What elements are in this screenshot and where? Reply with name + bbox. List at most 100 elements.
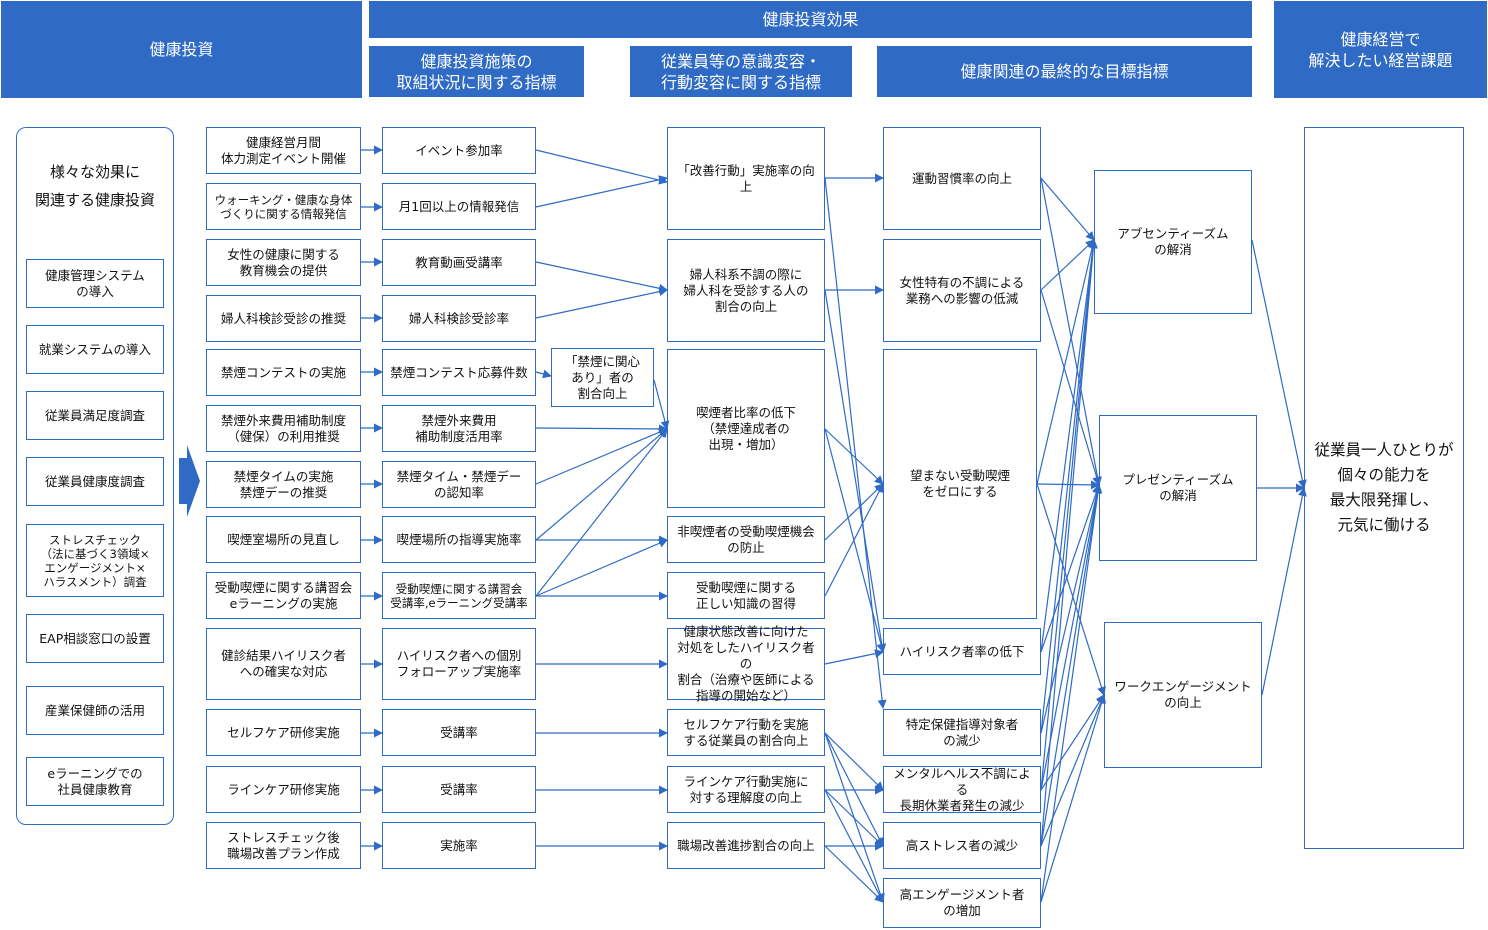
connector-arrow (535, 428, 668, 597)
connector-arrow (1040, 694, 1105, 791)
final-indicator-box: 高エンゲージメント者 の増加 (883, 878, 1041, 928)
policy-indicator-box: 婦人科検診受診率 (382, 295, 536, 342)
intermediate-box: 「禁煙に関心 あり」者の 割合向上 (551, 348, 654, 407)
measure-box: 婦人科検診受診の推奨 (206, 295, 361, 342)
measure-box: 健診結果ハイリスク者 への確実な対応 (206, 628, 361, 700)
measure-box: 喫煙室場所の見直し (206, 516, 361, 563)
connector-arrow (1040, 484, 1103, 847)
connector-arrow (1040, 484, 1101, 653)
outcome-work-engagement: ワークエンゲージメント の向上 (1104, 622, 1262, 768)
measure-box: 健康経営月間 体力測定イベント開催 (206, 127, 361, 174)
policy-indicator-box: 実施率 (382, 822, 536, 869)
connector-arrow (535, 369, 552, 379)
connector-arrow (1040, 239, 1098, 653)
connector-arrow (535, 149, 668, 185)
behavior-indicator-box: 健康状態改善に向けた 対処をしたハイリスク者の 割合（治療や医師による 指導の開… (667, 624, 825, 703)
connector-arrow (535, 424, 668, 434)
connector-arrow (1040, 177, 1095, 241)
connector-arrow (1040, 484, 1103, 903)
connector-arrow (535, 287, 668, 319)
connector-arrow (1036, 483, 1106, 696)
connector-arrow (1040, 484, 1102, 734)
connector-arrow (1251, 239, 1307, 489)
final-indicator-box: ハイリスク者率の低下 (883, 628, 1041, 675)
connector-arrow (1036, 239, 1097, 485)
left-item: eラーニングでの 社員健康教育 (26, 757, 164, 806)
measure-box: 禁煙外来費用補助制度 （健保）の利用推奨 (206, 405, 361, 452)
left-item: 産業保健師の活用 (26, 686, 164, 735)
goal-box: 従業員一人ひとりが 個々の能力を 最大限発揮し、 元気に働ける (1304, 127, 1464, 849)
connector-arrow (1036, 480, 1100, 490)
measure-box: 禁煙コンテストの実施 (206, 349, 361, 396)
measure-box: ラインケア研修実施 (206, 766, 361, 813)
policy-indicator-box: 禁煙タイム・禁煙デー の認知率 (382, 461, 536, 508)
connector-arrow (824, 649, 884, 665)
policy-indicator-box: 受講率 (382, 709, 536, 756)
connector-arrow (1040, 239, 1098, 847)
behavior-indicator-box: ラインケア行動実施に 対する理解度の向上 (667, 766, 825, 813)
header-effects: 健康投資効果 (369, 1, 1252, 38)
connector-arrow (535, 261, 668, 293)
connector-arrow (824, 289, 887, 653)
connector-arrow (535, 428, 668, 541)
policy-indicator-box: ハイリスク者への個別 フォローアップ実施率 (382, 628, 536, 700)
connector-arrow (535, 539, 668, 597)
connector-arrow (824, 428, 884, 485)
connector-arrow (1040, 177, 1102, 486)
connector-arrow (824, 428, 886, 653)
connector-arrow (824, 789, 884, 847)
behavior-indicator-box: 「改善行動」実施率の向上 (667, 127, 825, 230)
final-indicator-box: 運動習慣率の向上 (883, 127, 1041, 230)
measure-box: ウォーキング・健康な身体 づくりに関する情報発信 (206, 183, 361, 230)
header-final-metrics: 健康関連の最終的な目標指標 (877, 46, 1252, 97)
header-awareness-metrics: 従業員等の意識変容・ 行動変容に関する指標 (630, 46, 852, 97)
policy-indicator-box: イベント参加率 (382, 127, 536, 174)
connector-arrow (1040, 694, 1106, 847)
connector-arrow (824, 789, 884, 903)
measure-box: ストレスチェック後 職場改善プラン作成 (206, 822, 361, 869)
connector-arrow (824, 732, 885, 903)
behavior-indicator-box: 受動喫煙に関する 正しい知識の習得 (667, 572, 825, 619)
connector-arrow (1040, 289, 1102, 486)
left-item: 健康管理システム の導入 (26, 259, 164, 308)
left-panel-title: 様々な効果に 関連する健康投資 (34, 163, 155, 209)
final-indicator-box: メンタルヘルス不調による 長期休業者発生の減少 (883, 766, 1041, 813)
chevron-right-icon (179, 445, 200, 517)
header-investment: 健康投資 (1, 1, 362, 98)
measure-box: 女性の健康に関する 教育機会の提供 (206, 239, 361, 286)
policy-indicator-box: 受講率 (382, 766, 536, 813)
policy-indicator-box: 喫煙場所の指導実施率 (382, 516, 536, 563)
connector-arrow (653, 379, 670, 430)
left-item: 従業員満足度調査 (26, 391, 164, 440)
connector-arrow (1040, 239, 1098, 791)
connector-arrow (824, 483, 884, 597)
policy-indicator-box: 受動喫煙に関する講習会 受講率,eラーニング受講率 (382, 572, 536, 619)
connector-arrow (535, 427, 668, 485)
measure-box: 受動喫煙に関する講習会 eラーニングの実施 (206, 572, 361, 619)
connector-arrow (1040, 694, 1106, 903)
outcome-presenteeism: プレゼンティーズム の解消 (1099, 415, 1257, 561)
behavior-indicator-box: 婦人科系不調の際に 婦人科を受診する人の 割合の向上 (667, 239, 825, 342)
measure-box: 禁煙タイムの実施 禁煙デーの推奨 (206, 461, 361, 508)
connector-arrow (824, 177, 887, 709)
header-policy-metrics: 健康投資施策の 取組状況に関する指標 (369, 46, 584, 97)
behavior-indicator-box: 非喫煙者の受動喫煙機会 の防止 (667, 516, 825, 563)
connector-arrow (824, 732, 884, 791)
behavior-indicator-box: 喫煙者比率の低下 （禁煙達成者の 出現・増加） (667, 349, 825, 508)
left-item: EAP相談窓口の設置 (26, 614, 164, 663)
left-item: ストレスチェック （法に基づく3領域× エンゲージメント× ハラスメント）調査 (26, 524, 164, 597)
connector-arrow (824, 845, 884, 903)
policy-indicator-box: 禁煙外来費用 補助制度活用率 (382, 405, 536, 452)
behavior-indicator-box: 職場改善進捗割合の向上 (667, 822, 825, 869)
left-item: 従業員健康度調査 (26, 457, 164, 506)
policy-indicator-box: 教育動画受講率 (382, 239, 536, 286)
connector-arrow (1040, 484, 1102, 791)
connector-arrow (824, 483, 884, 541)
outcome-absenteeism: アブセンティーズム の解消 (1094, 170, 1252, 314)
final-indicator-box: 特定保健指導対象者 の減少 (883, 709, 1041, 756)
policy-indicator-box: 月1回以上の情報発信 (382, 183, 536, 230)
final-indicator-box: 高ストレス者の減少 (883, 822, 1041, 869)
final-indicator-box: 望まない受動喫煙 をゼロにする (883, 349, 1037, 619)
header-management-issue: 健康経営で 解決したい経営課題 (1274, 1, 1487, 98)
behavior-indicator-box: セルフケア行動を実施 する従業員の割合向上 (667, 709, 825, 756)
